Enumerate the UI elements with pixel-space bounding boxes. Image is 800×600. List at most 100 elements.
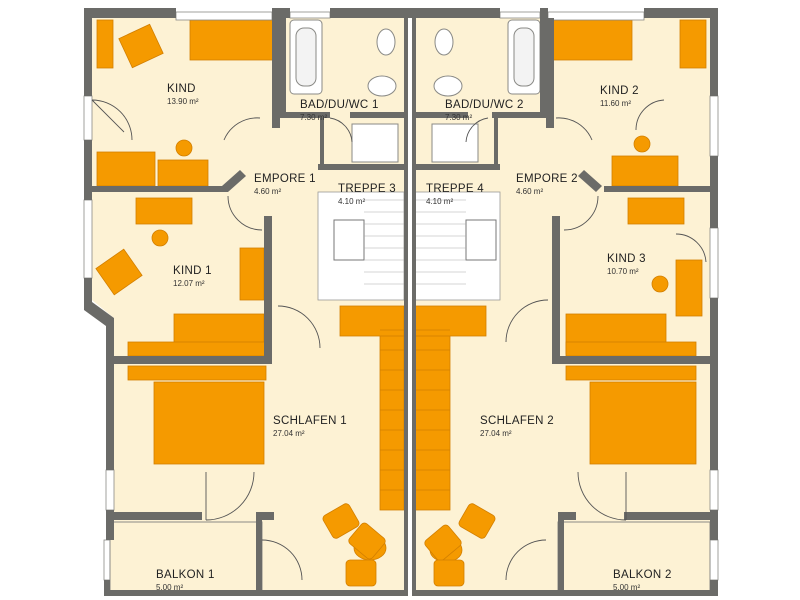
shelf-kind3 xyxy=(627,197,685,225)
wall-right-4 xyxy=(710,510,718,540)
area-bad1: 7.30 m² xyxy=(300,113,327,122)
chair-kind1 xyxy=(151,229,169,247)
window-kind1-left xyxy=(83,199,93,279)
wall-balkon2-left xyxy=(558,512,564,592)
wall-bath2-bottom xyxy=(414,112,468,118)
area-schlafen2: 27.04 m² xyxy=(480,429,512,438)
window-kind2-top xyxy=(547,11,645,21)
chair-left-c xyxy=(345,559,377,587)
furniture xyxy=(95,19,707,587)
wall-schlafen1-bottom xyxy=(106,512,202,520)
window-schlafen1-left xyxy=(105,469,115,511)
label-schlafen2: SCHLAFEN 2 xyxy=(480,415,554,427)
wall-schlafen1-bottom2 xyxy=(256,512,274,520)
wall-left-3 xyxy=(84,278,92,310)
chair-right-b xyxy=(424,524,462,562)
door-kind2 xyxy=(635,99,665,131)
area-treppe4: 4.10 m² xyxy=(426,197,453,206)
landing-left xyxy=(339,305,405,337)
wall-schlafen2-bottom2 xyxy=(624,512,718,520)
wall-top-right xyxy=(644,8,718,18)
wall-kind2-left xyxy=(546,18,554,128)
wall-left-6 xyxy=(104,580,110,594)
shower-2 xyxy=(431,123,479,163)
area-schlafen1: 27.04 m² xyxy=(273,429,305,438)
wall-bath2-right xyxy=(540,8,546,118)
area-empore2: 4.60 m² xyxy=(516,187,543,196)
nightbar-schlafen1 xyxy=(127,365,267,381)
bed-kind2 xyxy=(547,19,633,61)
fixtures xyxy=(289,19,541,163)
desk-kind1 xyxy=(135,197,193,225)
armchair-kind xyxy=(118,23,164,69)
label-empore1: EMPORE 1 xyxy=(254,173,316,185)
chair-left-a xyxy=(322,503,360,539)
shower-1 xyxy=(351,123,399,163)
bathtub-1-inner xyxy=(295,27,317,87)
landing-right xyxy=(413,305,487,337)
door-empore1-kind1 xyxy=(227,195,263,231)
area-balkon1: 5.00 m² xyxy=(156,583,183,592)
wardrobe-kind2 xyxy=(679,19,707,69)
area-kind1: 12.07 m² xyxy=(173,279,205,288)
wall-bath1-bottom xyxy=(280,112,330,118)
balkon1-floor xyxy=(109,521,263,593)
wardrobe-kind xyxy=(96,19,114,69)
wardrobe-kind1 xyxy=(239,247,265,301)
bed-schlafen1 xyxy=(153,381,265,465)
door-kind xyxy=(91,99,133,141)
toilet-2 xyxy=(434,28,454,56)
door-balkon1 xyxy=(205,471,255,521)
label-bad2: BAD/DU/WC 2 xyxy=(445,99,524,111)
wall-shower2 xyxy=(494,118,498,170)
label-bad1: BAD/DU/WC 1 xyxy=(300,99,379,111)
wall-right-3 xyxy=(710,298,718,470)
wall-kind-right xyxy=(272,18,280,128)
wall-kind2-bottom xyxy=(604,186,718,192)
window-bath-left xyxy=(289,11,331,19)
label-balkon1: BALKON 1 xyxy=(156,569,215,581)
wall-bottom-right xyxy=(414,590,718,596)
bench-kind3 xyxy=(565,341,697,357)
balkon2-floor xyxy=(557,521,711,593)
stairwells xyxy=(317,191,501,301)
label-treppe4: TREPPE 4 xyxy=(426,183,484,195)
wall-bottom-left xyxy=(104,590,404,596)
doors xyxy=(91,99,707,581)
label-schlafen1: SCHLAFEN 1 xyxy=(273,415,347,427)
shelf-kind xyxy=(157,159,209,187)
wall-left-4 xyxy=(106,318,114,470)
label-balkon2: BALKON 2 xyxy=(613,569,672,581)
window-balkon2-right xyxy=(709,539,719,581)
area-balkon2: 5.00 m² xyxy=(613,583,640,592)
bench-kind1 xyxy=(127,341,267,357)
wall-empore1-diag xyxy=(222,170,246,192)
wall-bath1-left xyxy=(280,8,286,118)
wall-kind1-right xyxy=(264,216,272,360)
desk-kind3 xyxy=(675,259,703,317)
wall-stair4-top xyxy=(414,164,500,170)
chair-kind2 xyxy=(633,135,651,153)
chair-right-a xyxy=(458,503,496,539)
wall-left-5 xyxy=(106,510,114,540)
label-kind1: KIND 1 xyxy=(173,265,212,277)
wall-center-left xyxy=(404,8,408,596)
door-kind2-empore xyxy=(555,117,593,141)
stair-treads xyxy=(380,329,450,491)
wall-kind-bottom xyxy=(84,186,228,192)
wall-empore2-diag xyxy=(578,170,602,192)
label-treppe3: TREPPE 3 xyxy=(338,183,396,195)
label-kind: KIND xyxy=(167,83,196,95)
label-kind3: KIND 3 xyxy=(607,253,646,265)
area-bad2: 7.30 m² xyxy=(445,113,472,122)
chair-kind xyxy=(175,139,193,157)
bed-schlafen2 xyxy=(589,381,697,465)
wall-kind1-bottom xyxy=(114,356,272,364)
door-bath2 xyxy=(465,117,489,143)
door-schlafen1 xyxy=(277,305,321,349)
door-kind-empore xyxy=(223,117,261,141)
wall-bath1-bottom2 xyxy=(350,112,404,118)
area-treppe3: 4.10 m² xyxy=(338,197,365,206)
door-balkon2b xyxy=(505,539,547,581)
